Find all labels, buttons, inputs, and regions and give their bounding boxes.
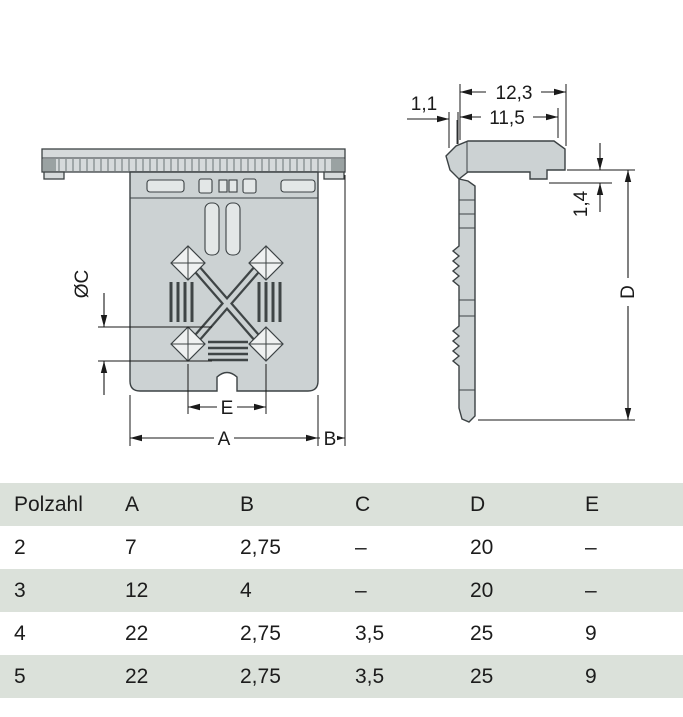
dim-label-e: E (221, 398, 234, 419)
dimension-drawing-area: ØC E A B (41, 81, 639, 450)
rib-group-right (257, 282, 282, 322)
cell: 4 (14, 621, 26, 645)
cell: 4 (240, 578, 252, 602)
dimension-1-1: 1,1 (407, 94, 459, 148)
clamp-slot (280, 179, 316, 193)
front-body (129, 171, 319, 392)
cell: 12 (125, 578, 149, 602)
center-latch (225, 202, 241, 256)
dim-label-d: D (618, 285, 639, 299)
clamp-slot (218, 179, 228, 193)
technical-drawing: ØC E A B (41, 81, 639, 450)
cell: 7 (125, 535, 137, 559)
cell: 9 (585, 621, 597, 645)
dim-label-1-1: 1,1 (411, 94, 437, 115)
cell: – (585, 578, 597, 602)
center-latch (204, 202, 220, 256)
clamp-slot (228, 179, 238, 193)
header-e: E (585, 492, 600, 516)
table-row: 5 22 2,75 3,5 25 9 (0, 655, 683, 698)
plate-foot-right (323, 171, 345, 180)
cell: 3 (14, 578, 26, 602)
cell: 20 (470, 578, 494, 602)
table-header-row: Polzahl A B C D E (0, 483, 683, 526)
dim-label-11-5: 11,5 (489, 108, 525, 129)
dimension-12-3: 12,3 (459, 81, 567, 146)
cell: 25 (470, 621, 494, 645)
dimension-e: E (187, 364, 267, 419)
table-row: 4 22 2,75 3,5 25 9 (0, 612, 683, 655)
side-cap (445, 140, 566, 180)
dimension-table: Polzahl A B C D E 2 7 2,75 – 20 – 3 12 4… (0, 483, 683, 698)
table-row: 3 12 4 – 20 – (0, 569, 683, 612)
dim-label-12-3: 12,3 (496, 83, 533, 104)
header-polzahl: Polzahl (14, 492, 83, 516)
dimension-11-5: 11,5 (460, 107, 559, 138)
cell: 2,75 (240, 664, 281, 688)
hole-marker (248, 245, 284, 281)
dimension-d: D (478, 170, 639, 421)
header-c: C (355, 492, 371, 516)
cell: – (355, 535, 367, 559)
dimension-a: A B (129, 175, 346, 450)
hole-marker (248, 326, 284, 362)
dim-label-c: ØC (72, 270, 93, 299)
header-a: A (125, 492, 140, 516)
clamp-slot (146, 179, 185, 193)
plate-comb-hatch (43, 159, 344, 171)
rib-group-left (169, 282, 194, 322)
cell: 2,75 (240, 621, 281, 645)
cell: 22 (125, 621, 149, 645)
cell: 22 (125, 664, 149, 688)
header-b: B (240, 492, 255, 516)
dim-label-b: B (324, 429, 337, 450)
dim-label-1-4: 1,4 (571, 190, 592, 217)
dim-label-a: A (218, 429, 231, 450)
cell: 3,5 (355, 664, 385, 688)
dimension-1-4: 1,4 (549, 143, 635, 217)
hole-marker (170, 245, 206, 281)
hole-marker (170, 326, 206, 362)
cell: – (355, 578, 367, 602)
front-view: ØC E A B (41, 148, 346, 450)
cell: 3,5 (355, 621, 385, 645)
cell: 9 (585, 664, 597, 688)
cell: 5 (14, 664, 26, 688)
clamp-slot (198, 178, 213, 194)
cell: 2 (14, 535, 26, 559)
dimension-c: ØC (72, 270, 212, 395)
cell: 20 (470, 535, 494, 559)
cell: 2,75 (240, 535, 281, 559)
table-row: 2 7 2,75 – 20 – (0, 526, 683, 569)
clamp-slot (242, 178, 257, 194)
rib-group-bottom (208, 340, 248, 362)
cell: – (585, 535, 597, 559)
plate-foot-left (43, 171, 65, 180)
side-view: 12,3 11,5 1,1 1,4 D (407, 81, 639, 423)
cell: 25 (470, 664, 494, 688)
header-d: D (470, 492, 486, 516)
